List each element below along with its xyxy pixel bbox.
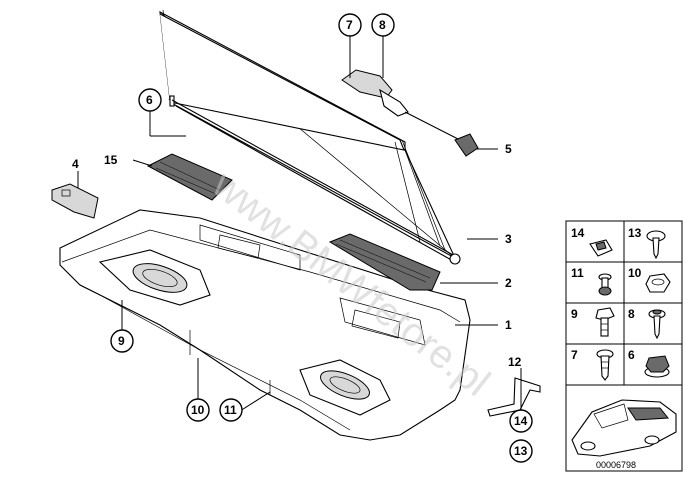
svg-text:9: 9	[118, 334, 125, 348]
callout-4: 4	[72, 157, 79, 171]
grid-label-11: 11	[571, 266, 584, 280]
fastener-grid: 14 13 11 10 9 8 7 6	[565, 220, 683, 386]
callout-6: 6	[138, 88, 162, 112]
callout-2: 2	[505, 276, 512, 290]
car-thumbnail: 00006798	[565, 384, 683, 472]
grid-label-14: 14	[571, 226, 585, 240]
countersunk-screw-7-icon	[596, 349, 614, 381]
svg-text:8: 8	[379, 18, 386, 32]
grid-label-6: 6	[628, 348, 635, 362]
svg-text:2: 2	[505, 276, 512, 290]
callout-8: 8	[371, 13, 395, 37]
callout-11: 11	[219, 398, 243, 422]
svg-text:7: 7	[346, 18, 353, 32]
clip-12	[487, 377, 541, 417]
handle-assembly	[341, 69, 479, 157]
svg-text:12: 12	[508, 355, 522, 369]
svg-text:15: 15	[104, 153, 118, 167]
rivet-11-icon	[598, 273, 612, 296]
svg-text:10: 10	[191, 403, 205, 417]
grid-label-10: 10	[628, 266, 642, 280]
callout-7: 7	[338, 13, 362, 37]
grid-label-7: 7	[571, 348, 578, 362]
callout-12: 12	[508, 355, 522, 369]
hex-bolt-9-icon	[595, 307, 615, 337]
svg-text:5: 5	[505, 142, 512, 156]
flange-nut-6-icon	[644, 355, 670, 378]
callout-3: 3	[505, 232, 512, 246]
svg-text:6: 6	[146, 93, 153, 107]
svg-text:1: 1	[505, 318, 512, 332]
grid-label-13: 13	[628, 226, 642, 240]
svg-text:11: 11	[224, 403, 237, 417]
svg-text:3: 3	[505, 232, 512, 246]
callout-13: 13	[509, 439, 533, 463]
grille-15	[146, 153, 233, 201]
svg-text:4: 4	[72, 157, 79, 171]
callout-10: 10	[186, 398, 210, 422]
callout-5: 5	[505, 142, 512, 156]
hex-nut-10-icon	[645, 273, 671, 293]
callout-15: 15	[104, 153, 118, 167]
document-number: 00006798	[596, 460, 636, 470]
callout-14: 14	[509, 409, 533, 433]
callout-1: 1	[505, 318, 512, 332]
callout-9: 9	[110, 329, 134, 353]
speaker-grille	[328, 233, 441, 291]
grid-label-8: 8	[628, 307, 635, 321]
svg-text:13: 13	[514, 444, 528, 458]
leader-lines	[77, 36, 522, 412]
screw-13-icon	[646, 230, 666, 260]
rear-shelf	[59, 209, 471, 441]
roller-blind	[159, 9, 461, 265]
washer-screw-8-icon	[648, 309, 666, 340]
spring-clip-icon	[589, 239, 613, 257]
grid-label-9: 9	[571, 307, 578, 321]
bracket-4	[51, 183, 99, 219]
svg-text:14: 14	[514, 414, 528, 428]
